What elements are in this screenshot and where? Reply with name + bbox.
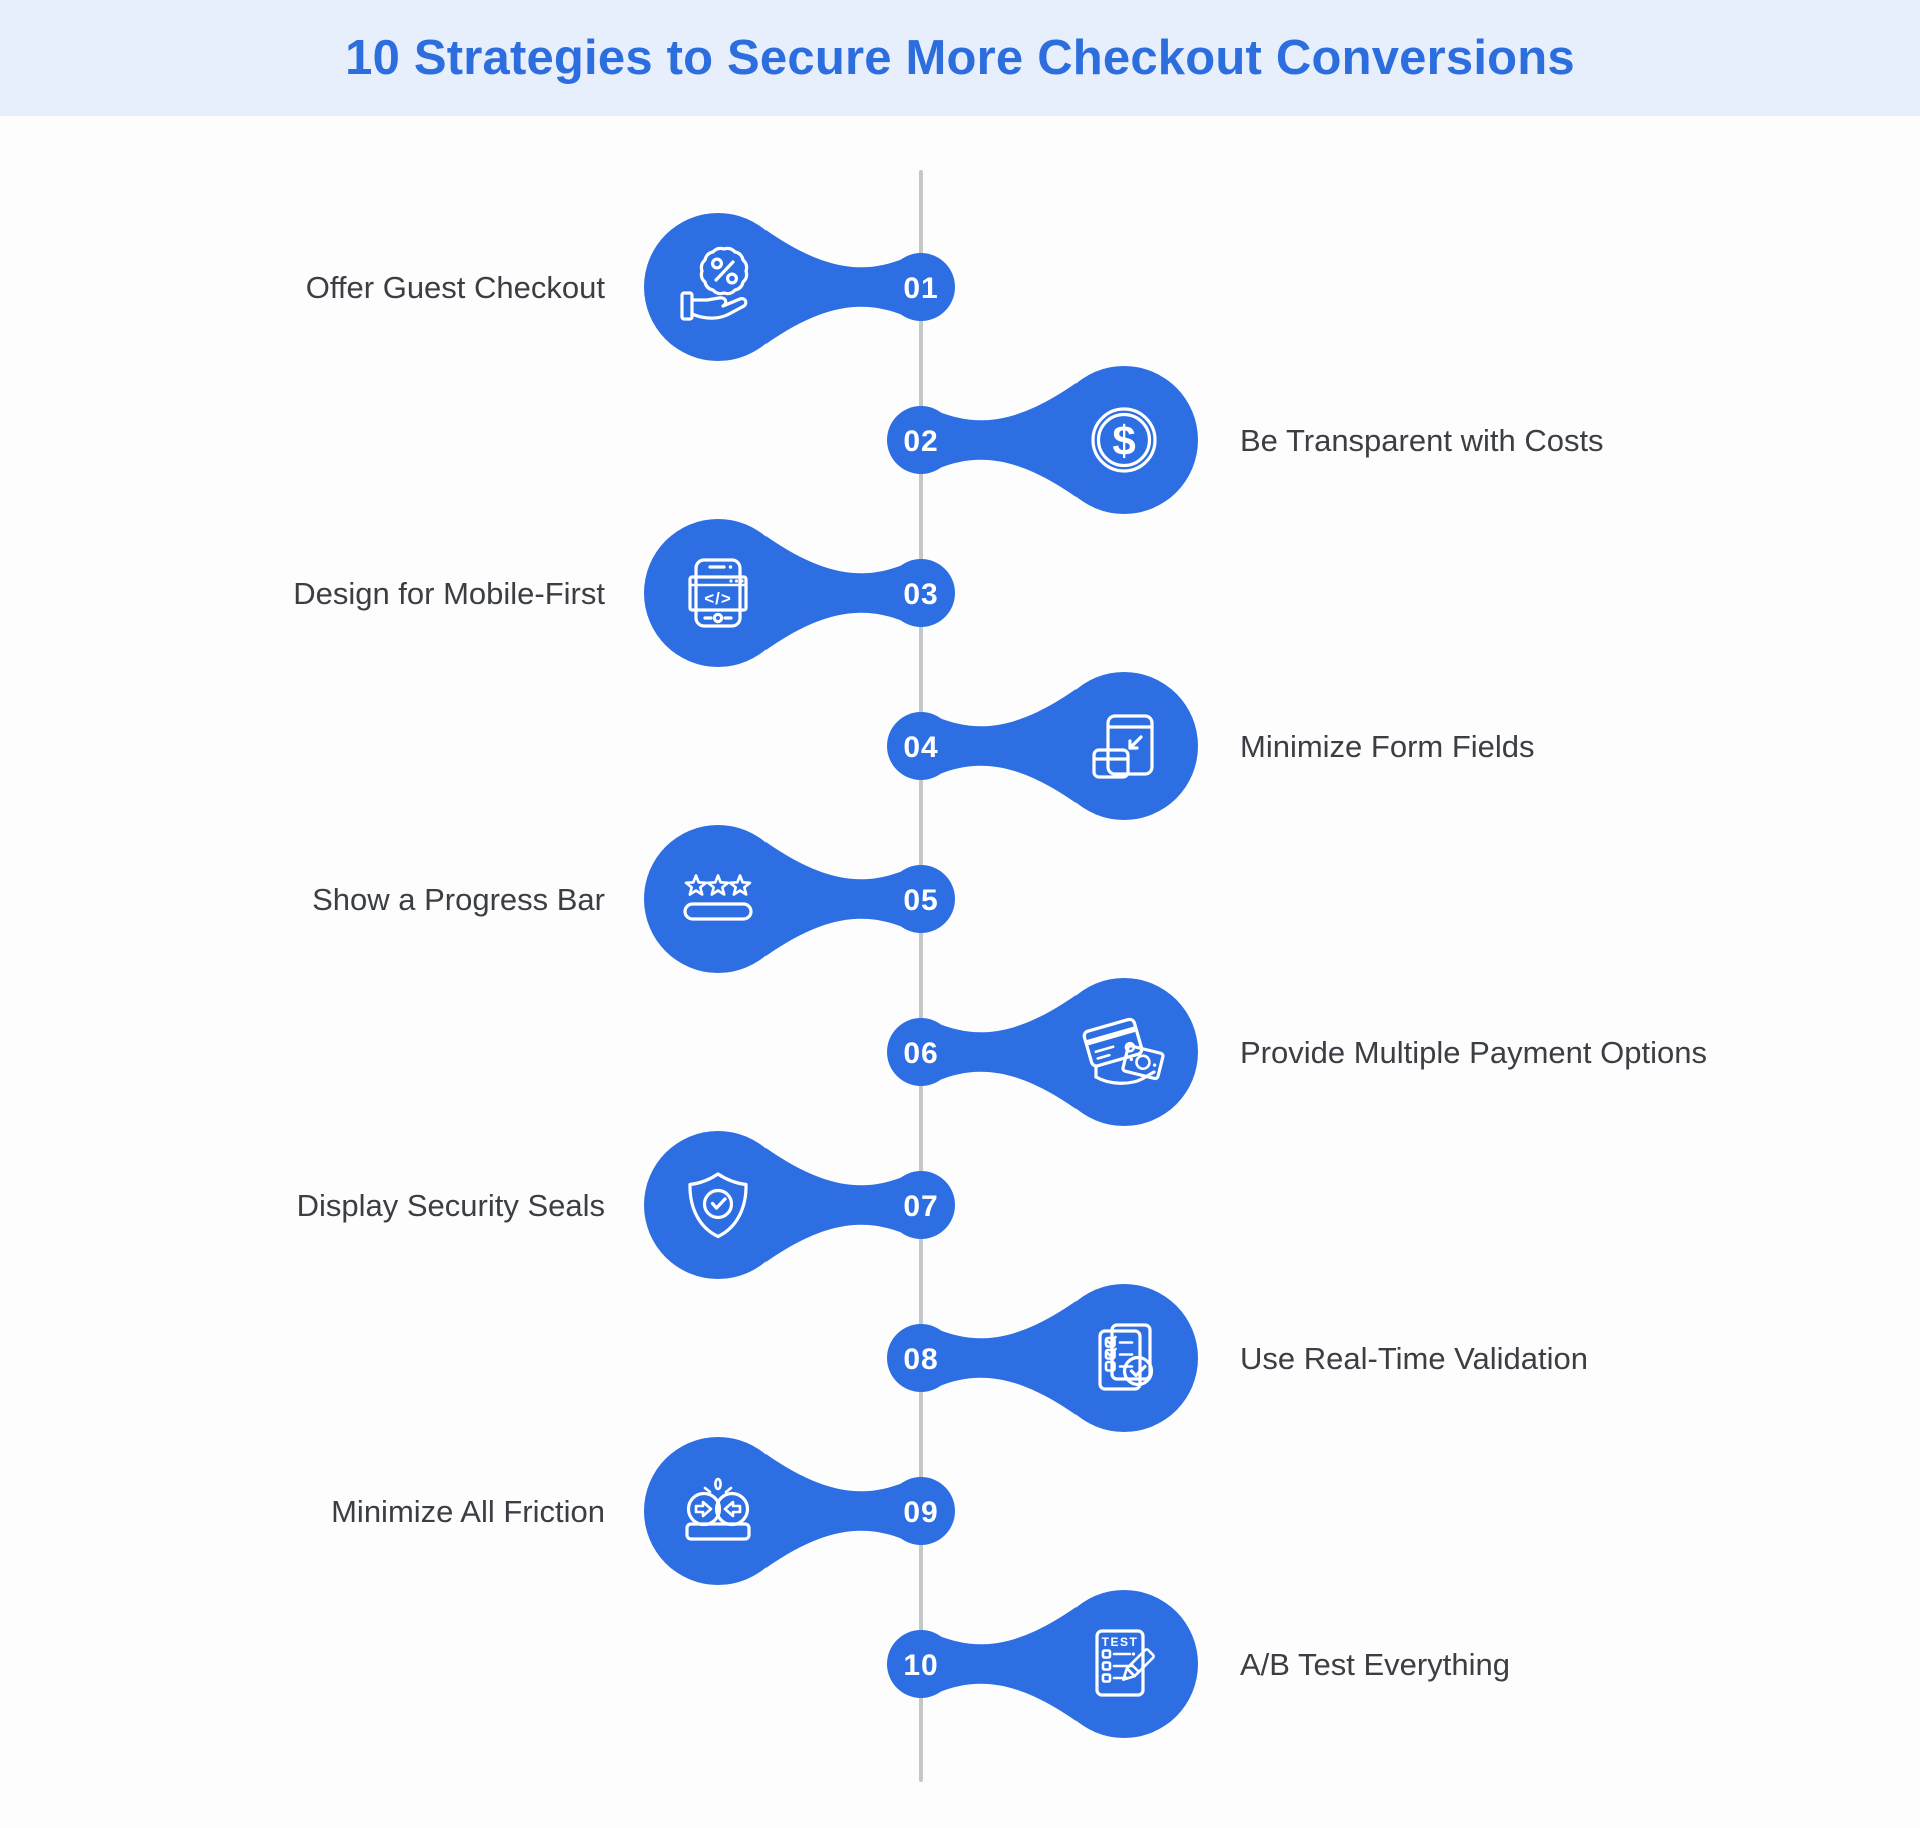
timeline-node-07: 07	[644, 1131, 955, 1279]
timeline-node-10: TEST 10	[887, 1590, 1198, 1738]
friction-icon	[685, 1477, 751, 1541]
icon-bubble	[1050, 672, 1198, 820]
number-bubble	[887, 712, 955, 780]
timeline-node-09: 09	[644, 1437, 955, 1585]
timeline-line	[919, 170, 923, 1782]
item-number: 01	[903, 272, 938, 305]
mobile-code-icon: </>	[688, 558, 748, 628]
payment-options-icon	[1082, 1017, 1165, 1085]
icon-bubble	[644, 825, 792, 973]
goo-connector	[766, 842, 905, 956]
number-bubble	[887, 1324, 955, 1392]
dollar-glyph: $	[1112, 417, 1135, 464]
item-number: 03	[903, 578, 938, 611]
timeline-node-03: </> 03	[644, 519, 955, 667]
number-bubble	[887, 406, 955, 474]
item-label: Offer Guest Checkout	[305, 270, 605, 305]
goo-connector	[766, 1454, 905, 1568]
number-bubble	[887, 559, 955, 627]
shield-check-icon	[688, 1172, 748, 1239]
progress-stars-icon	[683, 874, 753, 921]
timeline-node-01: 01	[644, 213, 955, 361]
timeline-node-05: 05	[644, 825, 955, 973]
item-label: Display Security Seals	[296, 1188, 605, 1223]
item-number: 07	[903, 1190, 938, 1223]
goo-connector	[766, 230, 905, 344]
dollar-circle-icon: $	[1091, 407, 1157, 473]
goo-connector	[766, 536, 905, 650]
icon-bubble	[644, 213, 792, 361]
item-number: 06	[903, 1037, 938, 1070]
goo-connector	[937, 383, 1076, 497]
icon-bubble	[1050, 1284, 1198, 1432]
item-label: Use Real-Time Validation	[1240, 1341, 1589, 1376]
icon-bubble	[1050, 366, 1198, 514]
checklist-validation-icon	[1098, 1323, 1154, 1391]
number-bubble	[887, 865, 955, 933]
number-bubble	[887, 1630, 955, 1698]
header-band: 10 Strategies to Secure More Checkout Co…	[0, 0, 1920, 116]
item-label: Minimize All Friction	[331, 1494, 605, 1529]
icon-bubble	[1050, 978, 1198, 1126]
number-bubble	[887, 253, 955, 321]
ab-test-icon: TEST	[1095, 1629, 1155, 1697]
icon-bubble	[1050, 1590, 1198, 1738]
timeline-node-06: 06	[887, 978, 1198, 1126]
goo-connector	[937, 1301, 1076, 1415]
goo-connector	[766, 1148, 905, 1262]
number-bubble	[887, 1171, 955, 1239]
item-number: 09	[903, 1496, 938, 1529]
goo-connector	[937, 689, 1076, 803]
code-glyph: </>	[704, 589, 732, 608]
discount-hand-icon	[680, 246, 749, 321]
timeline-node-02: $ 02	[887, 366, 1198, 514]
item-label: Minimize Form Fields	[1240, 729, 1535, 764]
goo-connector	[937, 1607, 1076, 1721]
item-label: Be Transparent with Costs	[1240, 423, 1604, 458]
timeline-node-04: 04	[887, 672, 1198, 820]
number-bubble	[887, 1477, 955, 1545]
item-number: 05	[903, 884, 938, 917]
item-number: 04	[903, 731, 938, 764]
item-label: A/B Test Everything	[1240, 1647, 1510, 1682]
timeline-node-08: 08	[887, 1284, 1198, 1432]
minimize-window-icon	[1092, 714, 1154, 779]
item-number: 10	[903, 1649, 938, 1682]
item-label: Show a Progress Bar	[312, 882, 605, 917]
item-label: Provide Multiple Payment Options	[1240, 1035, 1707, 1070]
item-label: Design for Mobile-First	[293, 576, 605, 611]
test-glyph: TEST	[1102, 1635, 1139, 1649]
page-title: 10 Strategies to Secure More Checkout Co…	[345, 31, 1575, 85]
number-bubble	[887, 1018, 955, 1086]
icon-bubble	[644, 519, 792, 667]
item-number: 08	[903, 1343, 938, 1376]
item-number: 02	[903, 425, 938, 458]
goo-connector	[937, 995, 1076, 1109]
